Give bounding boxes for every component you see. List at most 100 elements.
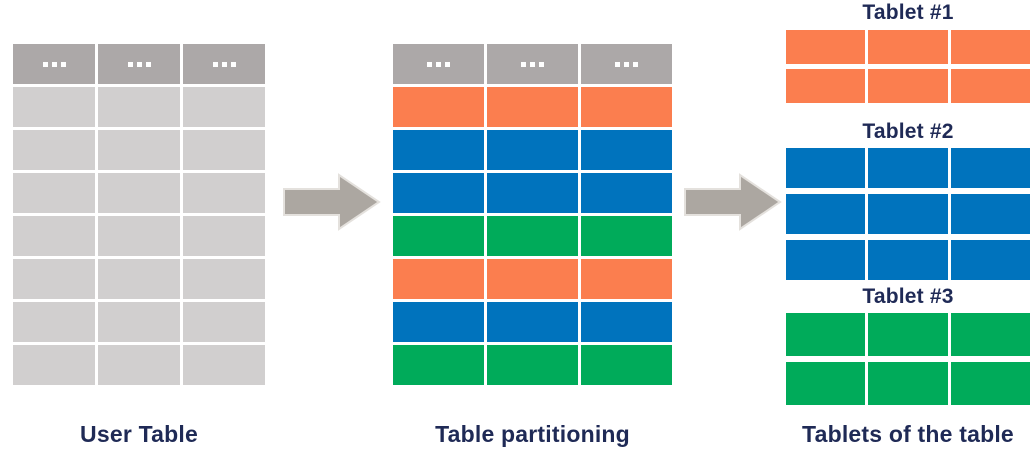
- table-cell: [183, 173, 265, 213]
- dot: [60, 61, 66, 67]
- table-cell: [98, 173, 180, 213]
- table-cell: [786, 240, 866, 280]
- table-cell: [950, 69, 1030, 103]
- table-cell: [786, 148, 866, 188]
- table-cell: [581, 173, 672, 213]
- tablet-2-table: [786, 148, 1030, 280]
- dot: [530, 61, 535, 67]
- table-cell: [98, 87, 180, 127]
- table-cell: [950, 148, 1030, 188]
- table-cell: [950, 313, 1030, 356]
- table-cell: [786, 362, 866, 405]
- table-cell: [786, 313, 866, 356]
- table-cell: [868, 313, 948, 356]
- dot: [445, 61, 450, 67]
- table-cell: [868, 240, 948, 280]
- header-cell: [98, 44, 180, 84]
- dot: [521, 61, 526, 67]
- table-cell: [786, 194, 866, 234]
- table-cell: [98, 130, 180, 170]
- header-cell: [13, 44, 95, 84]
- table-cell: [393, 173, 484, 213]
- table-cell: [183, 87, 265, 127]
- user-table-label: User Table: [80, 421, 198, 447]
- header-cell: [581, 44, 672, 84]
- ellipsis-icon: [425, 61, 452, 67]
- table-cell: [183, 259, 265, 299]
- arrow-right-icon: [283, 173, 381, 231]
- table-cell: [98, 302, 180, 342]
- table-cell: [868, 194, 948, 234]
- table-cell: [487, 259, 578, 299]
- table-cell: [487, 87, 578, 127]
- table-cell: [13, 87, 95, 127]
- table-cell: [393, 302, 484, 342]
- tablets-label: Tablets of the table: [802, 421, 1014, 447]
- dot: [51, 61, 57, 67]
- table-cell: [581, 259, 672, 299]
- dot: [615, 61, 620, 67]
- table-cell: [581, 345, 672, 385]
- ellipsis-icon: [41, 61, 68, 67]
- dot: [145, 61, 151, 67]
- table-cell: [487, 216, 578, 256]
- table-cell: [98, 259, 180, 299]
- dot: [42, 61, 48, 67]
- table-cell: [786, 30, 866, 64]
- table-cell: [487, 345, 578, 385]
- table-cell: [13, 345, 95, 385]
- table-cell: [393, 130, 484, 170]
- dot: [212, 61, 218, 67]
- table-cell: [950, 240, 1030, 280]
- table-cell: [487, 130, 578, 170]
- dot: [624, 61, 629, 67]
- dot: [127, 61, 133, 67]
- table-cell: [393, 87, 484, 127]
- table-cell: [183, 345, 265, 385]
- table-cell: [183, 216, 265, 256]
- table-cell: [13, 173, 95, 213]
- dot: [221, 61, 227, 67]
- table-cell: [393, 345, 484, 385]
- ellipsis-icon: [613, 61, 640, 67]
- arrow-right-icon: [684, 173, 782, 231]
- dot: [633, 61, 638, 67]
- dot: [436, 61, 441, 67]
- ellipsis-icon: [211, 61, 238, 67]
- tablet-3-table: [786, 313, 1030, 405]
- table-cell: [393, 216, 484, 256]
- table-cell: [487, 302, 578, 342]
- table-cell: [950, 30, 1030, 64]
- header-cell: [183, 44, 265, 84]
- table-cell: [868, 362, 948, 405]
- ellipsis-icon: [519, 61, 546, 67]
- table-cell: [183, 302, 265, 342]
- table-cell: [487, 173, 578, 213]
- table-cell: [13, 130, 95, 170]
- table-cell: [183, 130, 265, 170]
- tablet-2-title: Tablet #2: [862, 120, 954, 143]
- table-cell: [581, 302, 672, 342]
- table-cell: [868, 30, 948, 64]
- table-cell: [786, 69, 866, 103]
- table-cell: [13, 259, 95, 299]
- partitioning-label: Table partitioning: [435, 421, 630, 447]
- table-cell: [581, 130, 672, 170]
- table-cell: [393, 259, 484, 299]
- tablet-1-table: [786, 30, 1030, 103]
- tablet-3-title: Tablet #3: [862, 285, 954, 308]
- table-cell: [98, 216, 180, 256]
- partitioned-table: [393, 44, 672, 385]
- header-cell: [393, 44, 484, 84]
- dot: [136, 61, 142, 67]
- table-cell: [581, 216, 672, 256]
- table-cell: [13, 216, 95, 256]
- ellipsis-icon: [126, 61, 153, 67]
- tablet-1-title: Tablet #1: [862, 1, 954, 24]
- user-table: [13, 44, 265, 385]
- table-cell: [13, 302, 95, 342]
- header-cell: [487, 44, 578, 84]
- dot: [539, 61, 544, 67]
- table-cell: [98, 345, 180, 385]
